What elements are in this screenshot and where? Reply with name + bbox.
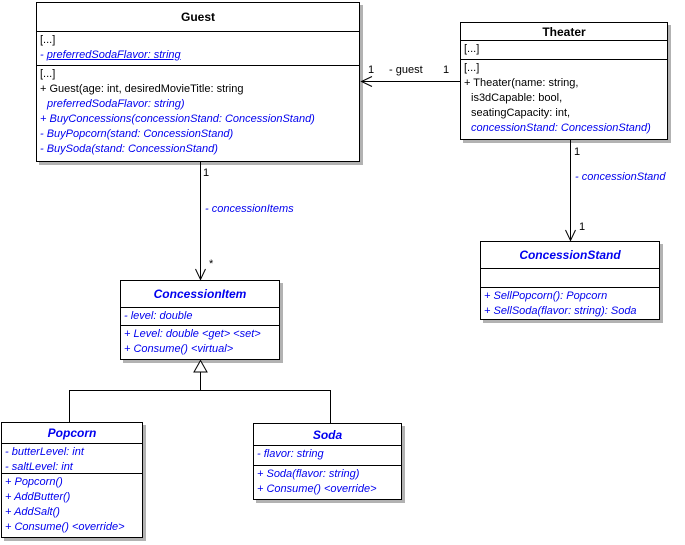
class-popcorn-attributes: - butterLevel: int - saltLevel: int	[2, 443, 142, 473]
attribute-row[interactable]: - flavor: string	[257, 448, 324, 460]
class-guest-title[interactable]: Guest	[180, 10, 215, 24]
multiplicity-theater-source: 1	[574, 146, 581, 158]
method-row[interactable]: [...]	[40, 68, 56, 80]
class-guest-methods: [...] + Guest(age: int, desiredMovieTitl…	[37, 65, 359, 161]
association-label-concession-items[interactable]: - concessionItems	[205, 203, 294, 215]
method-row[interactable]: + SellSoda(flavor: string): Soda	[484, 305, 637, 317]
class-concession-stand[interactable]: ConcessionStand + SellPopcorn(): Popcorn…	[480, 241, 660, 320]
attribute-row[interactable]: [...]	[464, 43, 480, 55]
class-concession-stand-methods: + SellPopcorn(): Popcorn + SellSoda(flav…	[481, 287, 659, 319]
method-row[interactable]: + Theater(name: string,	[464, 77, 579, 89]
attribute-row[interactable]: - preferredSodaFlavor: string	[37, 48, 359, 63]
class-soda-attributes: - flavor: string	[254, 445, 401, 465]
class-popcorn-methods: + Popcorn() + AddButter() + AddSalt() + …	[2, 473, 142, 537]
class-theater-title[interactable]: Theater	[542, 24, 586, 39]
multiplicity-guest-source: 1	[203, 167, 210, 179]
method-row[interactable]: preferredSodaFlavor: string)	[47, 98, 185, 110]
class-soda-title[interactable]: Soda	[312, 427, 343, 442]
attribute-row[interactable]: [...]	[40, 34, 56, 46]
association-theater-to-guest[interactable]	[360, 76, 461, 87]
class-guest-attributes: [...] - preferredSodaFlavor: string	[37, 31, 359, 65]
multiplicity-theater-end: 1	[443, 64, 450, 76]
class-soda[interactable]: Soda - flavor: string + Soda(flavor: str…	[253, 423, 402, 500]
attribute-row[interactable]: - level: double	[124, 310, 193, 322]
class-concession-stand-title[interactable]: ConcessionStand	[519, 248, 621, 262]
class-concession-item-methods: + Level: double <get> <set> + Consume() …	[121, 325, 279, 359]
attribute-prefix: -	[40, 49, 47, 61]
method-row[interactable]: + BuyConcessions(concessionStand: Conces…	[40, 113, 315, 125]
method-row[interactable]: + SellPopcorn(): Popcorn	[484, 290, 608, 302]
class-popcorn[interactable]: Popcorn - butterLevel: int - saltLevel: …	[1, 422, 143, 538]
class-theater[interactable]: Theater [...] [...] + Theater(name: stri…	[460, 22, 668, 140]
multiplicity-guest-end: 1	[368, 64, 375, 76]
class-guest[interactable]: Guest [...] - preferredSodaFlavor: strin…	[36, 2, 360, 162]
method-row[interactable]: - BuySoda(stand: ConcessionStand)	[40, 143, 218, 155]
multiplicity-item-end: *	[209, 258, 214, 270]
method-row[interactable]: - BuyPopcorn(stand: ConcessionStand)	[40, 128, 234, 140]
method-row[interactable]: + Guest(age: int, desiredMovieTitle: str…	[40, 83, 244, 95]
method-row[interactable]: + Popcorn()	[5, 476, 63, 488]
class-popcorn-title[interactable]: Popcorn	[47, 426, 97, 440]
multiplicity-stand-end: 1	[579, 221, 586, 233]
attribute-row[interactable]: - saltLevel: int	[5, 461, 73, 473]
class-concession-item[interactable]: ConcessionItem - level: double + Level: …	[120, 280, 280, 360]
method-row[interactable]: [...]	[464, 62, 480, 74]
method-row[interactable]: + AddSalt()	[5, 506, 60, 518]
class-theater-methods: [...] + Theater(name: string, is3dCapabl…	[461, 59, 667, 139]
method-row[interactable]: is3dCapable: bool,	[471, 92, 563, 104]
association-label-guest[interactable]: - guest	[389, 64, 423, 76]
open-arrowhead	[360, 76, 373, 87]
class-soda-methods: + Soda(flavor: string) + Consume() <over…	[254, 465, 401, 499]
class-concession-item-title[interactable]: ConcessionItem	[153, 287, 247, 301]
open-arrowhead	[195, 268, 206, 281]
method-row[interactable]: + Soda(flavor: string)	[257, 468, 360, 480]
attribute-row[interactable]: - butterLevel: int	[5, 446, 84, 458]
association-label-concession-stand[interactable]: - concessionStand	[575, 171, 666, 183]
method-row[interactable]: seatingCapacity: int,	[471, 107, 571, 119]
generalization-popcorn-soda-to-concession-item[interactable]	[69, 359, 331, 424]
method-row[interactable]: + AddButter()	[5, 491, 71, 503]
generalization-triangle-icon	[193, 359, 208, 373]
method-row[interactable]: + Consume() <virtual>	[124, 343, 234, 355]
class-theater-attributes: [...]	[461, 40, 667, 59]
method-row[interactable]: + Level: double <get> <set>	[124, 328, 261, 340]
method-row[interactable]: + Consume() <override>	[257, 483, 377, 495]
class-concession-stand-attributes	[481, 268, 659, 287]
class-concession-item-attributes: - level: double	[121, 307, 279, 325]
method-row[interactable]: concessionStand: ConcessionStand)	[471, 122, 651, 134]
open-arrowhead	[565, 229, 576, 242]
method-row[interactable]: + Consume() <override>	[5, 521, 125, 533]
attribute-text: preferredSodaFlavor: string	[46, 49, 181, 61]
